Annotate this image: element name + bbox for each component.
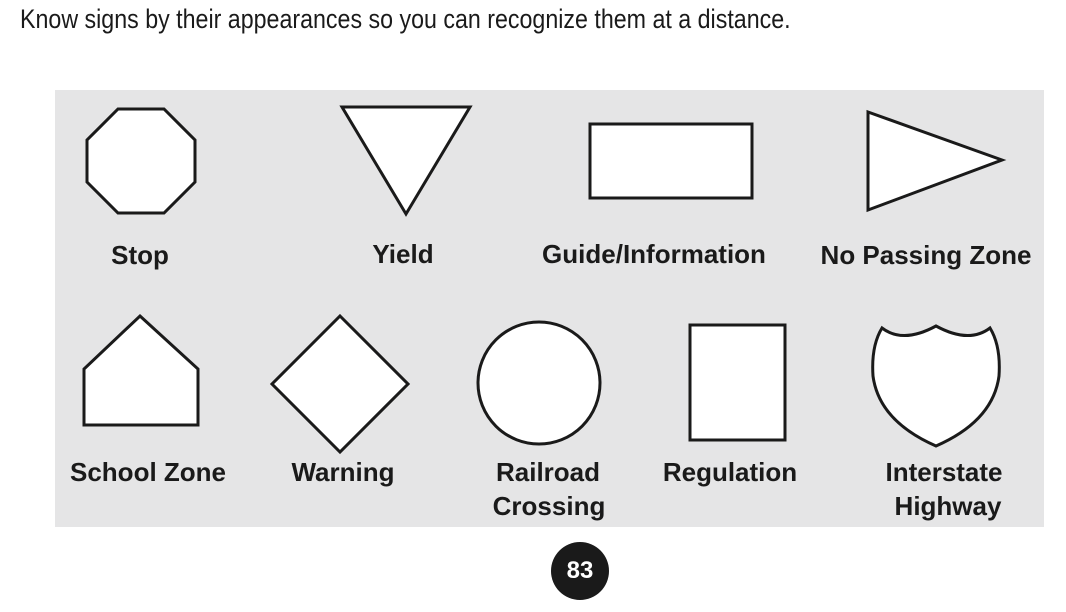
regulation-label: Regulation (662, 457, 798, 487)
railroad-crossing-label-line-1: Railroad (495, 457, 601, 487)
warning-diamond-icon (269, 313, 411, 455)
no-passing-pennant-icon (866, 109, 1007, 213)
guide-information-label: Guide/Information (542, 239, 766, 269)
page-number-badge: 83 (551, 542, 609, 600)
stop-label: Stop (111, 240, 169, 270)
warning-label: Warning (291, 457, 395, 487)
no-passing-zone-label: No Passing Zone (820, 240, 1032, 270)
interstate-highway-label-line-1: Interstate (885, 457, 1003, 487)
interstate-shield-icon (871, 324, 1001, 448)
page-number: 83 (566, 557, 594, 584)
intro-text: Know signs by their appearances so you c… (20, 4, 791, 34)
regulation-rectangle-icon (688, 323, 787, 442)
school-zone-label: School Zone (70, 457, 226, 487)
stop-octagon-icon (85, 107, 197, 215)
railroad-crossing-label-line-2: Crossing (492, 491, 606, 521)
interstate-highway-label-line-2: Highway (894, 491, 1002, 521)
yield-label: Yield (372, 239, 434, 269)
railroad-circle-icon (476, 320, 602, 446)
guide-rectangle-icon (588, 122, 754, 200)
school-zone-pentagon-icon (82, 313, 200, 427)
yield-triangle-icon (339, 105, 473, 217)
